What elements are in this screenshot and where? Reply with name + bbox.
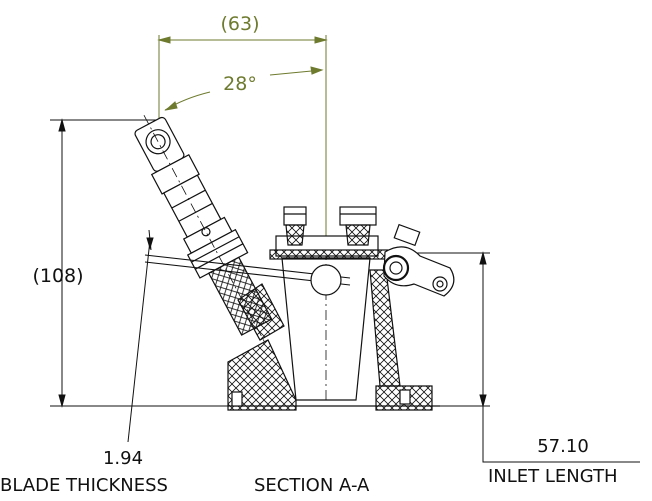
dim-blade-thickness xyxy=(127,229,154,443)
dim-blade-thickness-value: 1.94 xyxy=(103,448,143,469)
top-bolts xyxy=(283,206,421,247)
right-lever xyxy=(382,246,455,297)
inlet-barrel xyxy=(134,115,273,345)
blade-thickness-label: BLADE THICKNESS xyxy=(0,475,168,496)
dim-height-108 xyxy=(50,118,230,408)
dim-width-63-text: (63) xyxy=(220,13,259,35)
right-wall xyxy=(369,269,433,411)
center-housing xyxy=(269,235,389,401)
section-label: SECTION A-A xyxy=(254,475,370,496)
dim-height-108-text: (108) xyxy=(32,265,83,287)
pivot-circle xyxy=(310,264,342,296)
dim-angle-28 xyxy=(164,66,324,111)
dim-inlet-length-value: 57.10 xyxy=(537,436,589,457)
inlet-length-label: INLET LENGTH xyxy=(488,466,618,487)
dim-angle-28-text: 28° xyxy=(223,73,257,95)
